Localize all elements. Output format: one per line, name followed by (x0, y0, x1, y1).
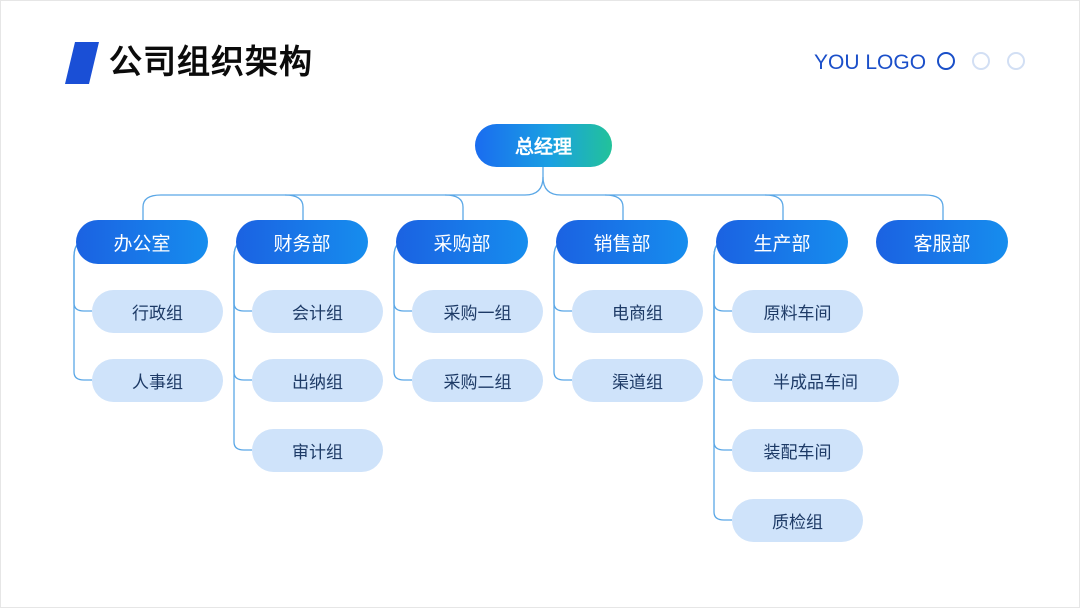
team-audit[interactable]: 审计组 (252, 429, 383, 472)
dept-drop-2 (604, 194, 624, 220)
team-accounting[interactable]: 会计组 (252, 290, 383, 333)
page-dot-active (937, 52, 955, 70)
dept-office[interactable]: 办公室 (76, 220, 208, 264)
team-purchasing-1[interactable]: 采购一组 (412, 290, 543, 333)
dept-finance[interactable]: 财务部 (236, 220, 368, 264)
page-title: 公司组织架构 (109, 42, 313, 81)
dept-production[interactable]: 生产部 (716, 220, 848, 264)
team-channel[interactable]: 渠道组 (572, 359, 703, 402)
team-ecommerce[interactable]: 电商组 (572, 290, 703, 333)
logo-text: YOU LOGO (814, 51, 927, 74)
team-admin[interactable]: 行政组 (92, 290, 223, 333)
title-accent-bar (65, 42, 99, 84)
team-quality-inspection[interactable]: 质检组 (732, 499, 863, 542)
team-connector-4-2 (713, 241, 732, 451)
dept-sales[interactable]: 销售部 (556, 220, 688, 264)
team-hr[interactable]: 人事组 (92, 359, 223, 402)
dept-drop-0 (284, 194, 304, 220)
team-raw-material-workshop[interactable]: 原料车间 (732, 290, 863, 333)
page-dot (972, 52, 990, 70)
bus-left (142, 167, 544, 220)
general-manager-node[interactable]: 总经理 (475, 124, 612, 167)
team-semi-finished-workshop[interactable]: 半成品车间 (732, 359, 899, 402)
team-connector-1-2 (233, 241, 252, 451)
page-dot (1007, 52, 1025, 70)
dept-customer-service[interactable]: 客服部 (876, 220, 1008, 264)
dept-drop-3 (764, 194, 784, 220)
team-connector-4-3 (713, 241, 732, 521)
team-cashier[interactable]: 出纳组 (252, 359, 383, 402)
bus-right (542, 176, 944, 220)
team-assembly-workshop[interactable]: 装配车间 (732, 429, 863, 472)
dept-purchasing[interactable]: 采购部 (396, 220, 528, 264)
team-purchasing-2[interactable]: 采购二组 (412, 359, 543, 402)
dept-drop-1 (444, 194, 464, 220)
